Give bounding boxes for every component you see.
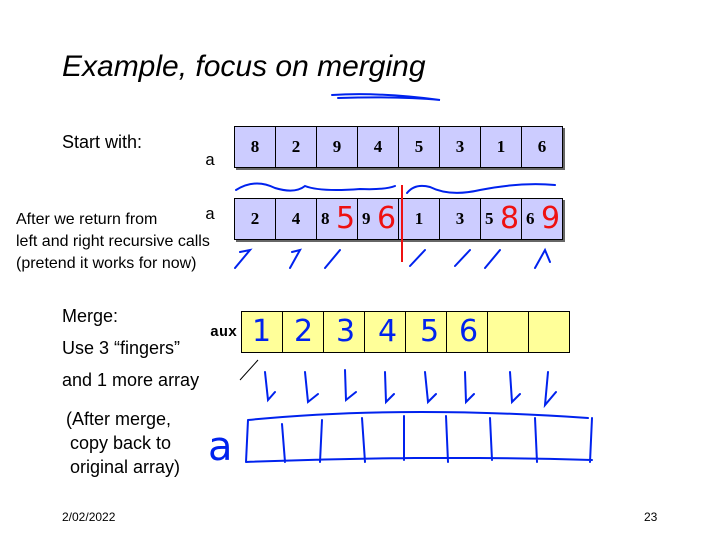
start-label: Start with: [62, 132, 143, 152]
after-merge-line: (After merge, [66, 409, 172, 429]
merge-label-line: Use 3 “fingers” [62, 338, 181, 358]
after-label-line: After we return from [16, 211, 158, 228]
hw-aux-digit: 6 [459, 314, 479, 349]
aux-cell [364, 311, 406, 353]
hw-a-label: a [208, 424, 233, 470]
after-label: After we return from left and right recu… [16, 209, 210, 275]
aux-cell [528, 311, 570, 353]
slide-title: Example, focus on merging [62, 50, 426, 83]
array-cell: 2 [275, 126, 317, 168]
hw-correction: 9 [541, 201, 561, 236]
after-merge-line: copy back to [70, 433, 172, 453]
array-cell: 4 [275, 198, 317, 240]
hw-correction: 6 [377, 201, 397, 236]
array-cell: 6 [521, 198, 563, 240]
footer-date: 2/02/2022 [62, 510, 116, 524]
aux-cell [487, 311, 529, 353]
after-label-line: (pretend it works for now) [16, 255, 197, 272]
hw-aux-digit: 3 [336, 314, 356, 349]
hw-correction: 5 [336, 201, 356, 236]
aux-pointer-arrow [239, 359, 259, 381]
finger-arrows [234, 247, 551, 269]
aux-array [241, 311, 570, 353]
array-a-label: a [205, 152, 216, 171]
array-cell: 1 [480, 126, 522, 168]
hw-aux-digit: 5 [420, 314, 440, 349]
array-cell: 5 [480, 198, 522, 240]
down-arrows [264, 369, 557, 409]
after-label-line: left and right recursive calls [16, 233, 210, 250]
array-cell: 5 [398, 126, 440, 168]
array-cell: 3 [439, 198, 481, 240]
array-cell: 1 [398, 198, 440, 240]
hw-correction: 8 [500, 201, 520, 236]
right-brace [406, 183, 556, 194]
left-brace [235, 182, 396, 192]
array-cell: 8 [234, 126, 276, 168]
array-cell: 9 [316, 126, 358, 168]
array-cell: 6 [521, 126, 563, 168]
start-array: 8 2 9 4 5 3 1 6 [234, 126, 563, 168]
array-cell: 4 [357, 126, 399, 168]
title-underline [331, 93, 441, 101]
after-merge-line: original array) [70, 457, 181, 477]
merge-label: Merge: Use 3 “fingers” and 1 more array [62, 300, 199, 396]
hw-aux-digit: 2 [294, 314, 314, 349]
array-cell: 3 [439, 126, 481, 168]
aux-label: aux [210, 324, 238, 341]
after-merge-label: (After merge, copy back to original arra… [66, 407, 180, 479]
aux-cell [446, 311, 488, 353]
array-cell: 2 [234, 198, 276, 240]
after-array: 2 4 8 9 1 3 5 6 [234, 198, 563, 240]
hw-aux-digit: 4 [378, 314, 398, 349]
merge-label-line: Merge: [62, 306, 119, 326]
hw-array-outline [245, 410, 593, 463]
hw-aux-digit: 1 [252, 314, 272, 349]
array-a-label-2: a [205, 206, 216, 225]
page-number: 23 [644, 510, 658, 524]
merge-label-line: and 1 more array [62, 370, 200, 390]
